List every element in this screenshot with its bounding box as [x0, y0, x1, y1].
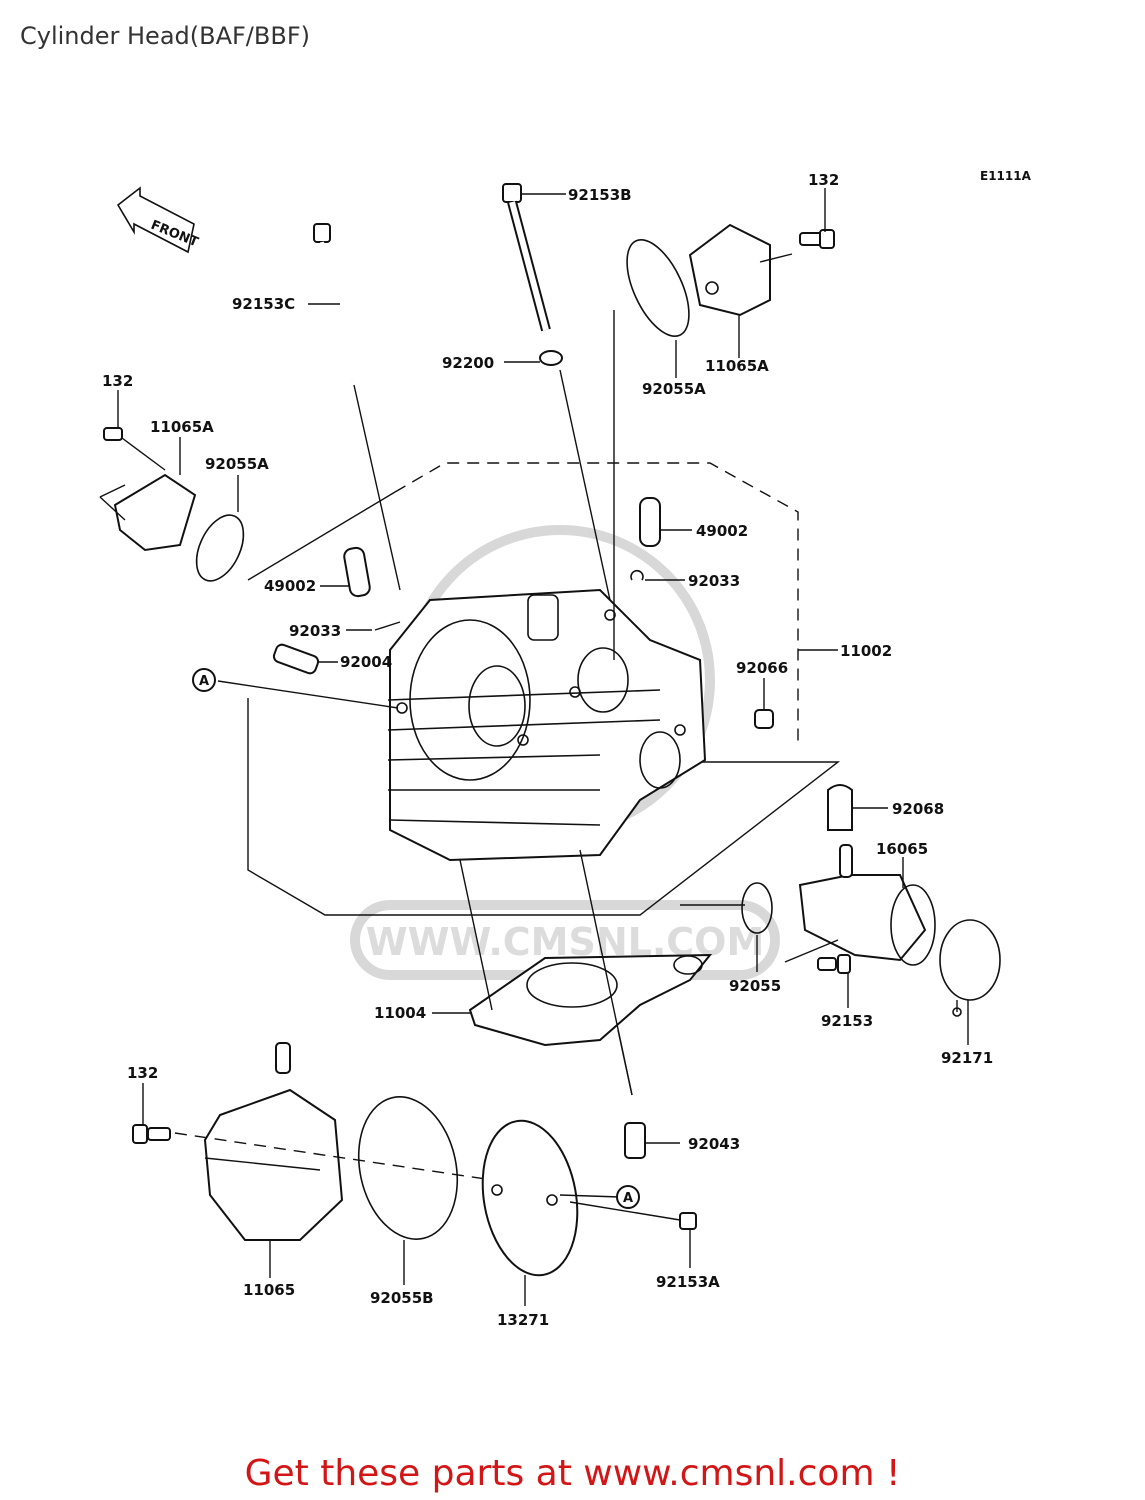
cover-11065A-top	[688, 223, 835, 317]
label-92055: 92055	[729, 977, 781, 995]
label-11002: 11002	[840, 642, 892, 660]
label-132-top: 132	[808, 171, 839, 189]
label-11004: 11004	[374, 1004, 426, 1022]
ref-marker-a-lower: A	[616, 1185, 640, 1209]
label-92043: 92043	[688, 1135, 740, 1153]
label-132-bottom: 132	[127, 1064, 158, 1082]
svg-text:A: A	[199, 674, 209, 689]
label-92055B: 92055B	[370, 1289, 434, 1307]
label-92055A-top: 92055A	[642, 380, 706, 398]
gasket-11004	[459, 849, 713, 1096]
dowel-92043	[624, 1122, 646, 1159]
page-title: Cylinder Head(BAF/BBF)	[20, 22, 310, 50]
label-132-left: 132	[102, 372, 133, 390]
promo-link[interactable]: Get these parts at www.cmsnl.com !	[244, 1453, 901, 1494]
label-13271: 13271	[497, 1311, 549, 1329]
diagram-code: E1111A	[980, 169, 1032, 183]
label-92033-left: 92033	[289, 622, 341, 640]
cover-11065	[132, 1042, 561, 1241]
leader-lines	[117, 188, 969, 1306]
label-11065A-left: 11065A	[150, 418, 214, 436]
label-92153C: 92153C	[232, 295, 295, 313]
part-number-labels: 92153B 132 92153C 92200 92055A 11065A 13…	[102, 171, 993, 1329]
label-92171: 92171	[941, 1049, 993, 1067]
label-92033-right: 92033	[688, 572, 740, 590]
svg-text:A: A	[623, 1191, 633, 1206]
dowel-92066	[754, 709, 774, 729]
oring-92055A-top	[613, 238, 690, 660]
label-92068: 92068	[892, 800, 944, 818]
bolt-92153C	[313, 223, 401, 591]
label-92153: 92153	[821, 1012, 873, 1030]
label-49002-left: 49002	[264, 577, 316, 595]
label-92055A-left: 92055A	[205, 455, 269, 473]
exploded-parts-diagram: WWW.CMSNL.COM FRONT E1111A	[99, 169, 1032, 1329]
label-92066: 92066	[736, 659, 788, 677]
bolt-92153B	[502, 183, 611, 601]
ref-marker-a-upper: A	[192, 668, 216, 692]
front-arrow-icon: FRONT	[116, 186, 200, 254]
cover-11065A-left	[99, 427, 245, 582]
valve-guides	[272, 497, 661, 675]
label-11065: 11065	[243, 1281, 295, 1299]
label-92200: 92200	[442, 354, 494, 372]
plate-13271	[481, 1119, 697, 1277]
cap-92068	[827, 784, 853, 831]
label-92004: 92004	[340, 653, 392, 671]
label-49002-right: 49002	[696, 522, 748, 540]
assembly-outline	[247, 462, 841, 916]
label-92153B: 92153B	[568, 186, 632, 204]
oring-92055B	[357, 1096, 459, 1240]
label-11065A-top: 11065A	[705, 357, 769, 375]
holder-16065	[680, 844, 1001, 1017]
label-92153A: 92153A	[656, 1273, 720, 1291]
label-16065: 16065	[876, 840, 928, 858]
cylinder-head	[387, 588, 707, 862]
